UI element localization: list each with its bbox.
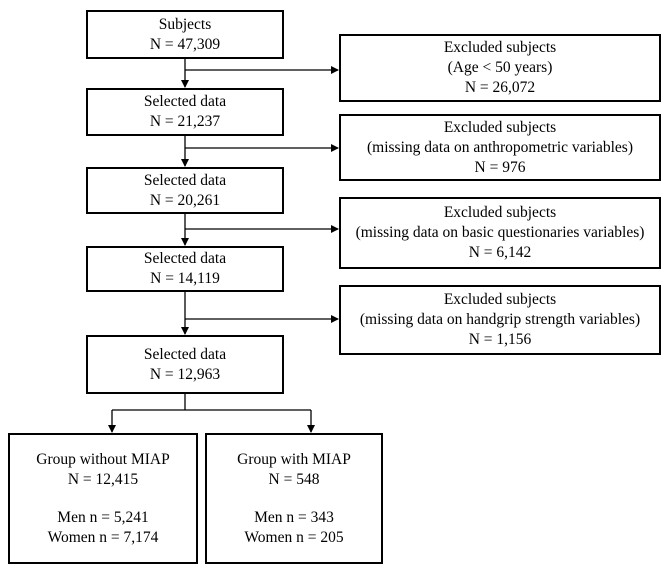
- subjects-title: Subjects: [158, 15, 212, 33]
- group-title: Group without MIAP: [36, 450, 170, 468]
- exclusion-reason: (Age < 50 years): [447, 59, 553, 76]
- group-men-count: Men n = 5,241: [57, 508, 149, 526]
- exclusion-box-4: Excluded subjects (missing data on handg…: [339, 285, 661, 355]
- selected-count: N = 21,237: [149, 113, 221, 130]
- exclusion-count: N = 1,156: [468, 331, 532, 348]
- exclusion-count: N = 6,142: [468, 244, 532, 261]
- group-without-miap-box: Group without MIAP N = 12,415 Men n = 5,…: [8, 433, 198, 564]
- exclusion-box-1: Excluded subjects (Age < 50 years) N = 2…: [339, 34, 661, 102]
- group-women-count: Women n = 7,174: [47, 528, 159, 546]
- exclusion-title: Excluded subjects: [443, 39, 557, 56]
- exclusion-title: Excluded subjects: [443, 291, 557, 308]
- exclusion-reason: (missing data on handgrip strength varia…: [359, 311, 641, 328]
- selected-title: Selected data: [143, 345, 227, 363]
- selected-title: Selected data: [143, 93, 227, 110]
- selected-box-3: Selected data N = 14,119: [86, 246, 284, 292]
- group-men-count: Men n = 343: [254, 508, 334, 526]
- exclusion-reason: (missing data on anthropometric variable…: [366, 138, 633, 156]
- selected-count: N = 12,963: [149, 365, 221, 383]
- exclusion-title: Excluded subjects: [443, 204, 557, 221]
- group-with-miap-box: Group with MIAP N = 548 Men n = 343 Wome…: [205, 433, 383, 564]
- subjects-box: Subjects N = 47,309: [86, 10, 284, 59]
- exclusion-reason: (missing data on basic questionaries var…: [355, 224, 645, 241]
- exclusion-box-2: Excluded subjects (missing data on anthr…: [339, 114, 661, 181]
- group-women-count: Women n = 205: [244, 528, 344, 546]
- selected-count: N = 20,261: [149, 191, 221, 209]
- selected-box-2: Selected data N = 20,261: [86, 167, 284, 214]
- exclusion-box-3: Excluded subjects (missing data on basic…: [339, 197, 661, 269]
- group-count: N = 548: [268, 470, 320, 488]
- group-title: Group with MIAP: [237, 450, 351, 468]
- exclusion-count: N = 26,072: [464, 79, 536, 96]
- selected-title: Selected data: [143, 250, 227, 267]
- exclusion-title: Excluded subjects: [443, 118, 557, 136]
- selected-title: Selected data: [143, 171, 227, 189]
- subjects-count: N = 47,309: [149, 35, 221, 53]
- selected-box-4: Selected data N = 12,963: [86, 335, 284, 394]
- group-count: N = 12,415: [67, 470, 139, 488]
- selected-count: N = 14,119: [150, 270, 220, 287]
- exclusion-count: N = 976: [474, 158, 526, 176]
- selected-box-1: Selected data N = 21,237: [86, 88, 284, 136]
